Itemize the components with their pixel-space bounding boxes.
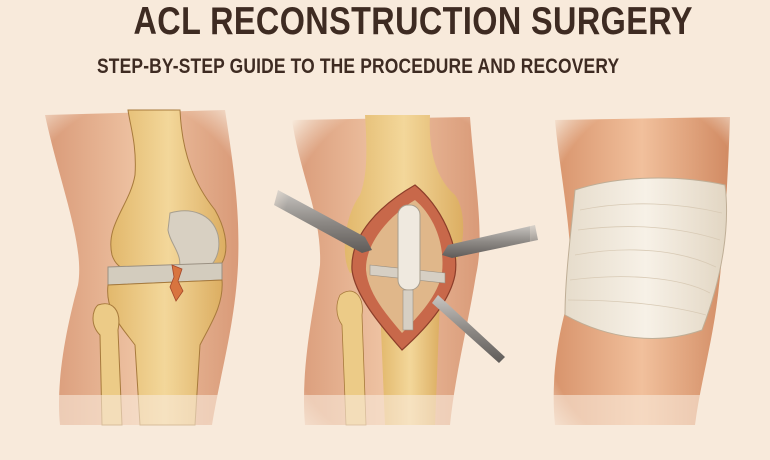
panel-recovery-illustration [530,95,770,460]
knee-surgery-illustration [270,95,540,460]
bandaged-knee-illustration [530,95,770,460]
page-subtitle: STEP-BY-STEP GUIDE TO THE PROCEDURE AND … [97,55,620,78]
page-title: ACL RECONSTRUCTION SURGERY [133,0,693,43]
knee-anatomy-illustration [0,95,270,460]
panel-surgery-illustration [270,95,540,460]
panel-torn-acl-illustration [0,95,270,460]
